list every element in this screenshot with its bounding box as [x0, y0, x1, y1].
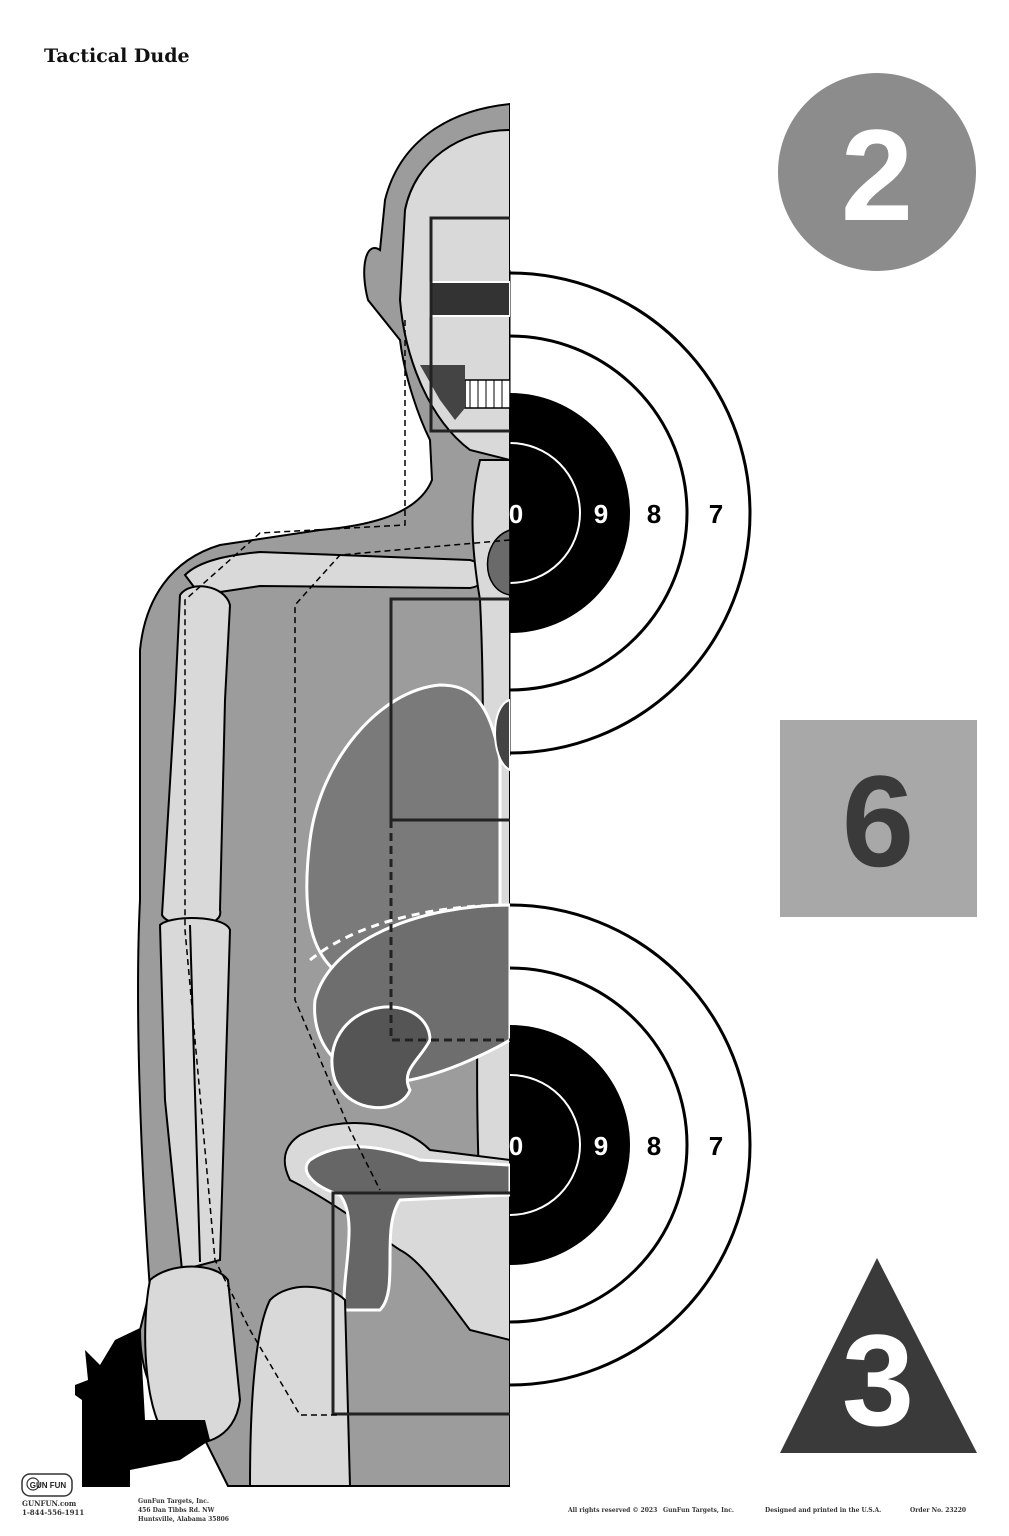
ring-label-7: 7: [709, 499, 723, 529]
ring-label-8: 8: [647, 1131, 661, 1161]
pelvis-zone-box: [331, 1191, 510, 1416]
lower-ring-labels: 0 9 8 7: [509, 1131, 723, 1161]
ring-label-0: 0: [509, 1131, 523, 1161]
footer-made-in: Designed and printed in the U.S.A.: [765, 1507, 882, 1514]
square-shape: [780, 720, 977, 917]
website-link[interactable]: GUNFUN.com: [22, 1499, 77, 1508]
gunfun-logo: GUN FUN: [21, 1473, 73, 1497]
address-line-1: 456 Dan Tibbs Rd. NW: [138, 1507, 215, 1514]
eye-zone: [429, 281, 510, 317]
lower-target: [510, 903, 752, 1387]
head-zone-box: [429, 216, 510, 433]
target-title: Tactical Dude: [44, 45, 190, 67]
chest-zone-box: [389, 597, 510, 822]
heart: [494, 698, 510, 772]
circle-number: 2: [841, 102, 913, 248]
phone-number: 1-844-556-1911: [22, 1508, 85, 1517]
femur: [248, 1285, 352, 1487]
square-number: 6: [842, 748, 914, 894]
ring-label-9: 9: [594, 1131, 608, 1161]
upper-ring-labels: 0 9 8 7: [509, 499, 723, 529]
clavicle: [183, 550, 486, 597]
address-line-2: Huntsville, Alabama 35806: [138, 1516, 229, 1523]
footer-order-number: Order No. 23220: [910, 1507, 967, 1514]
pistol-silhouette: [75, 1328, 210, 1487]
footer-company: GunFun Targets, Inc.: [663, 1507, 735, 1514]
upper-target: [510, 270, 752, 756]
hand: [144, 1265, 242, 1445]
logo-text: GUN FUN: [30, 1481, 67, 1490]
anatomy-figure: [137, 102, 510, 1487]
triangle-number: 3: [842, 1307, 914, 1453]
ring-label-8: 8: [647, 499, 661, 529]
circle-shape: [778, 73, 976, 271]
footer-contact: GUNFUN.com 1-844-556-1911: [22, 1499, 84, 1517]
pelvis-inner: [304, 1145, 510, 1312]
ring-label-0: 0: [509, 499, 523, 529]
ring-label-7: 7: [709, 1131, 723, 1161]
footer-address: GunFun Targets, Inc. 456 Dan Tibbs Rd. N…: [138, 1497, 229, 1524]
stomach: [330, 1005, 432, 1110]
footer-rights: All rights reserved © 2023: [568, 1507, 658, 1514]
ring-label-9: 9: [594, 499, 608, 529]
triangle-shape: [780, 1258, 977, 1453]
company-name: GunFun Targets, Inc.: [138, 1498, 210, 1505]
